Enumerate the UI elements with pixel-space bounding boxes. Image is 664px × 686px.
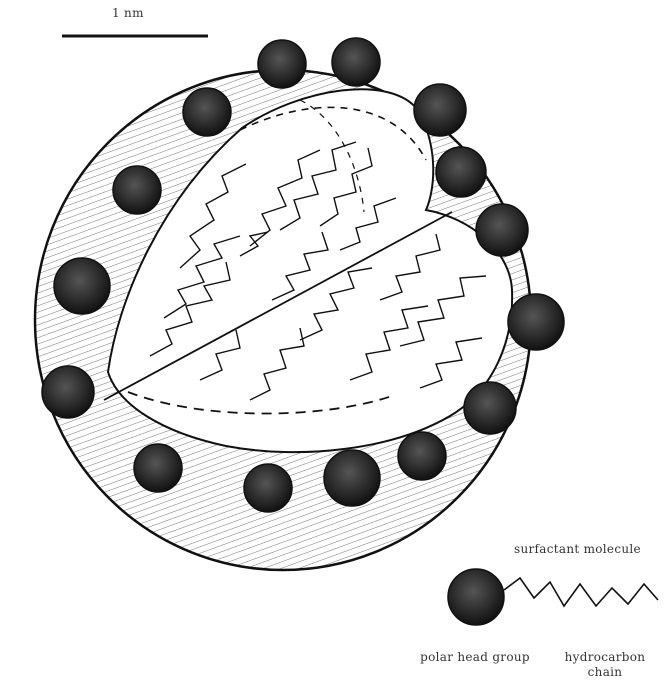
- polar-head-group: [42, 366, 94, 418]
- polar-head-group: [244, 464, 292, 512]
- surfactant-molecule-label: surfactant molecule: [514, 542, 641, 556]
- polar-head-group: [54, 258, 110, 314]
- polar-head-group: [134, 444, 182, 492]
- polar-head-group: [398, 432, 446, 480]
- scale-bar-label: 1 nm: [112, 6, 144, 20]
- legend-polar-head-group: [448, 569, 504, 625]
- polar-head-group: [332, 38, 380, 86]
- hydrocarbon-chain-label: hydrocarbon chain: [555, 650, 655, 680]
- polar-head-group: [113, 166, 161, 214]
- polar-head-group: [464, 382, 516, 434]
- polar-head-group: [183, 88, 231, 136]
- legend-hydrocarbon-chain: [504, 578, 658, 606]
- polar-head-group-label: polar head group: [420, 650, 530, 665]
- polar-head-group: [258, 40, 306, 88]
- polar-head-group: [414, 84, 466, 136]
- polar-head-group: [508, 294, 564, 350]
- surfactant-molecule-legend: [448, 569, 658, 625]
- polar-head-group: [476, 204, 528, 256]
- polar-head-group: [324, 450, 380, 506]
- polar-head-group: [436, 147, 486, 197]
